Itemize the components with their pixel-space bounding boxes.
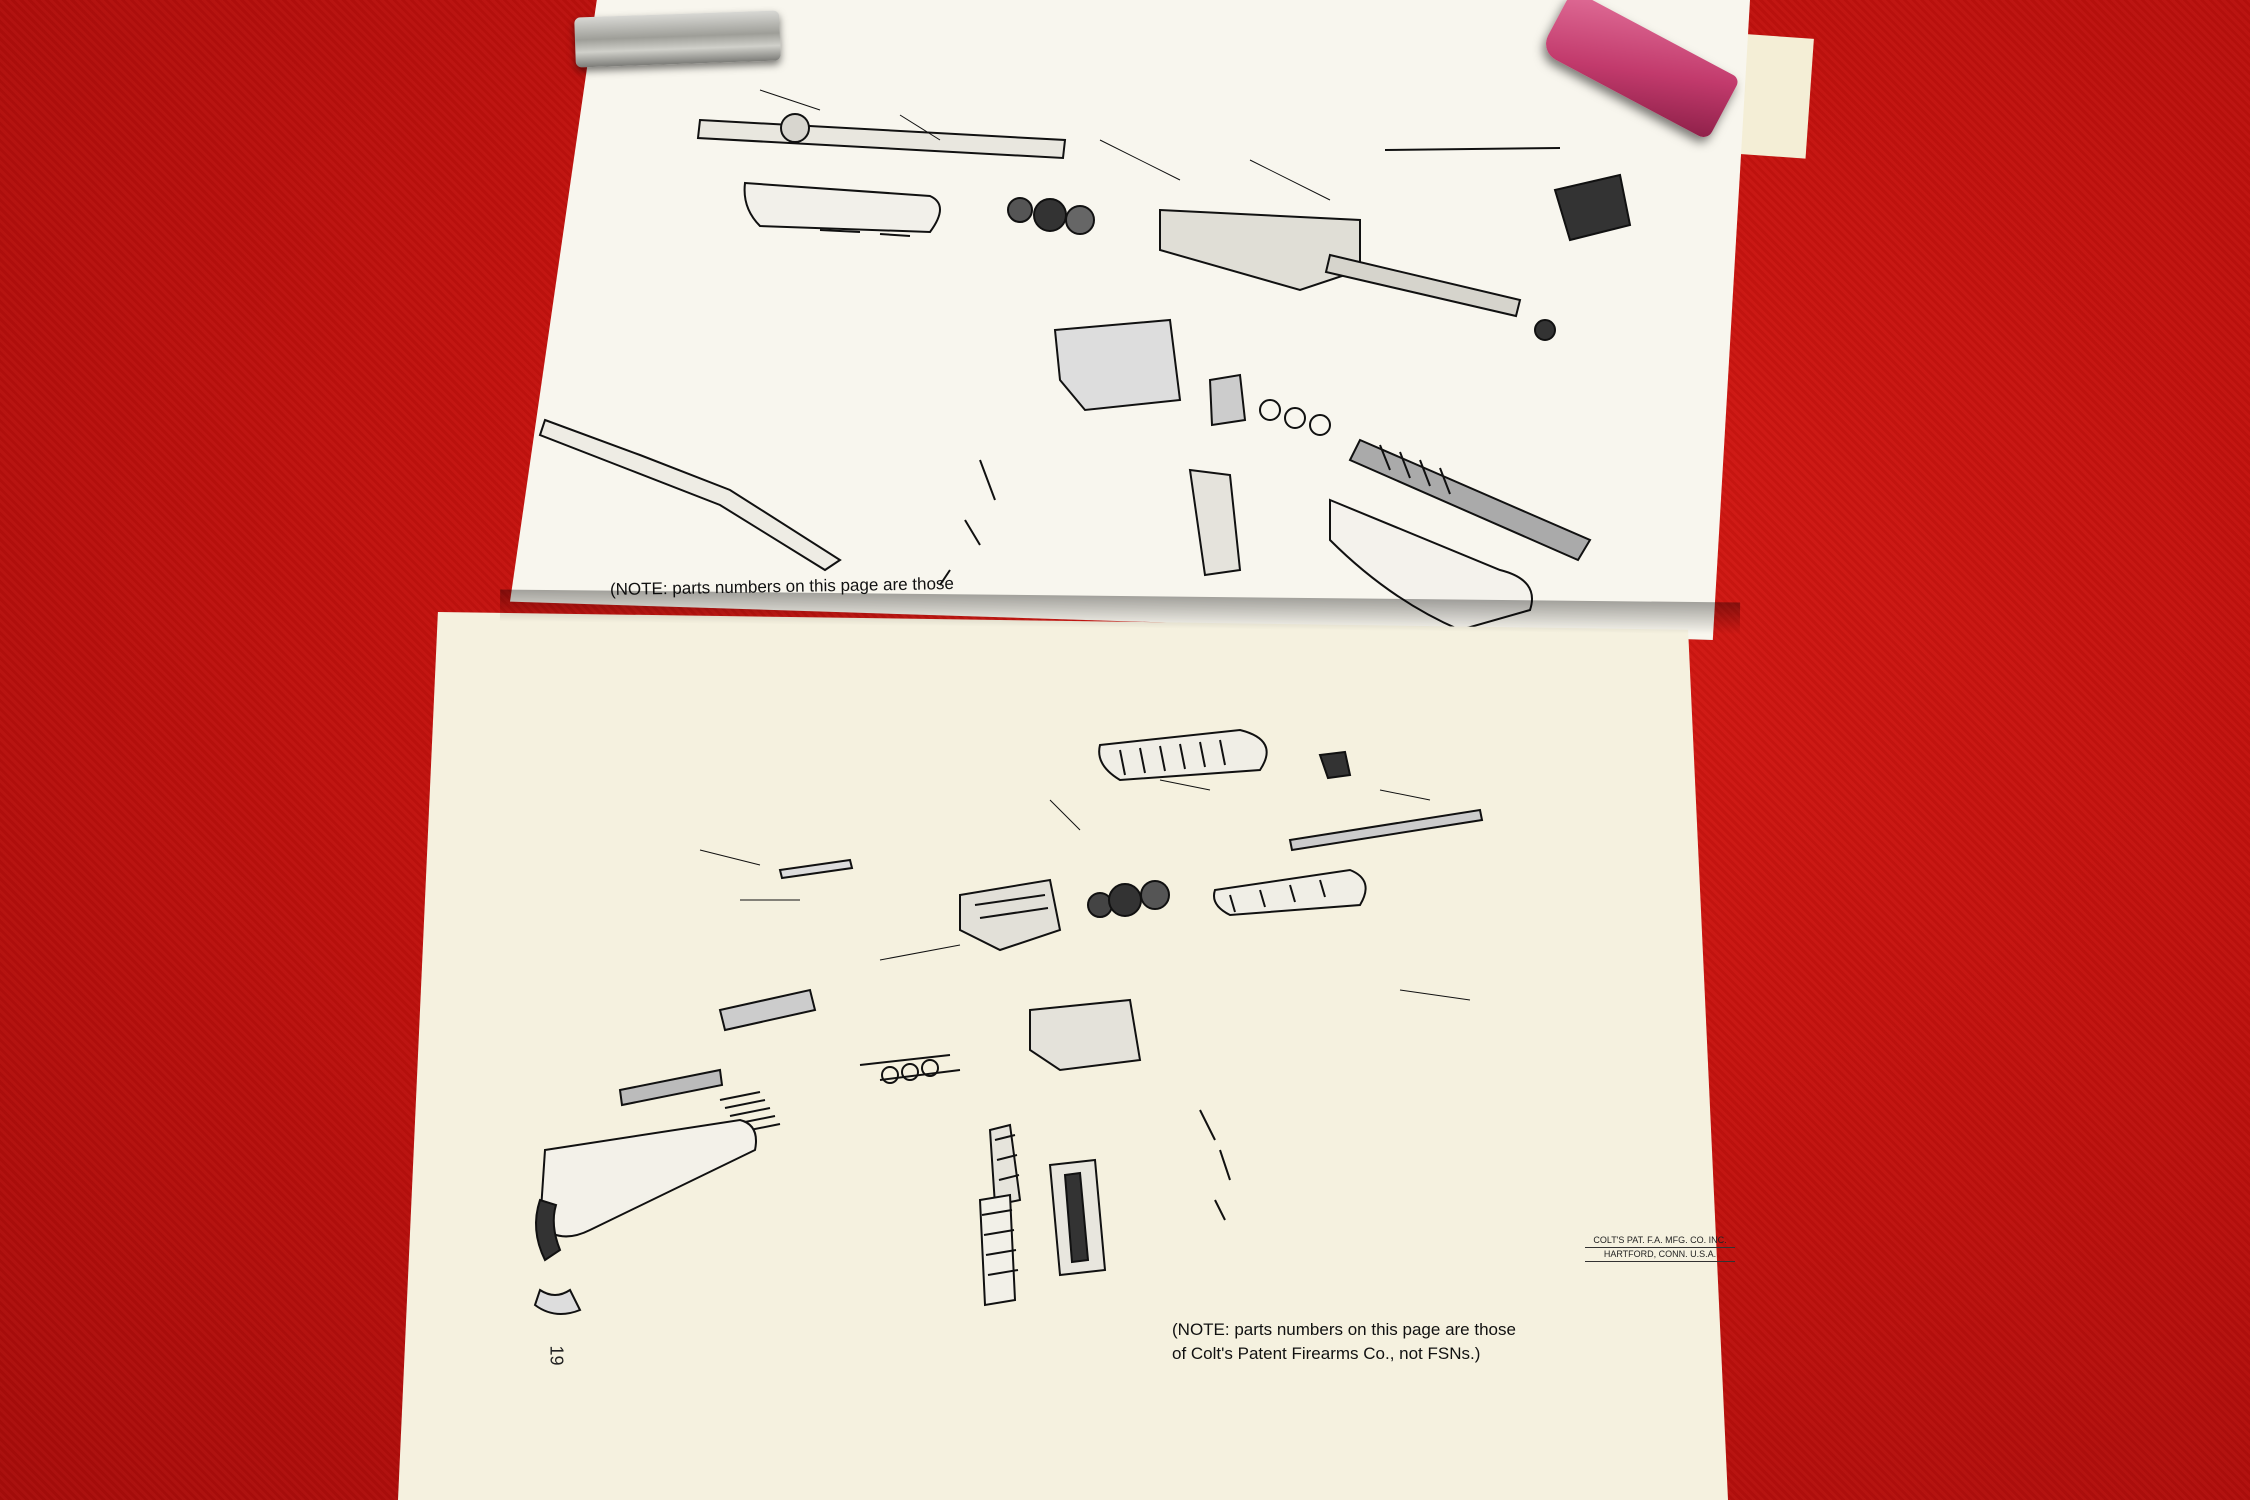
- steel-binder-clip: [574, 10, 781, 68]
- top-exploded-diagram: [538, 89, 1632, 632]
- manufacturer-block: COLT'S PAT. F.A. MFG. CO. INC. HARTFORD,…: [1585, 1234, 1735, 1262]
- bottom-page-note: (NOTE: parts numbers on this page are th…: [1172, 1318, 1516, 1366]
- maker-name: COLT'S PAT. F.A. MFG. CO. INC.: [1585, 1234, 1735, 1248]
- page-number: 19: [546, 1345, 567, 1366]
- bottom-note-line2: of Colt's Patent Firearms Co., not FSNs.…: [1172, 1344, 1481, 1363]
- maker-location: HARTFORD, CONN. U.S.A.: [1585, 1248, 1735, 1262]
- bottom-note-line1: (NOTE: parts numbers on this page are th…: [1172, 1320, 1516, 1339]
